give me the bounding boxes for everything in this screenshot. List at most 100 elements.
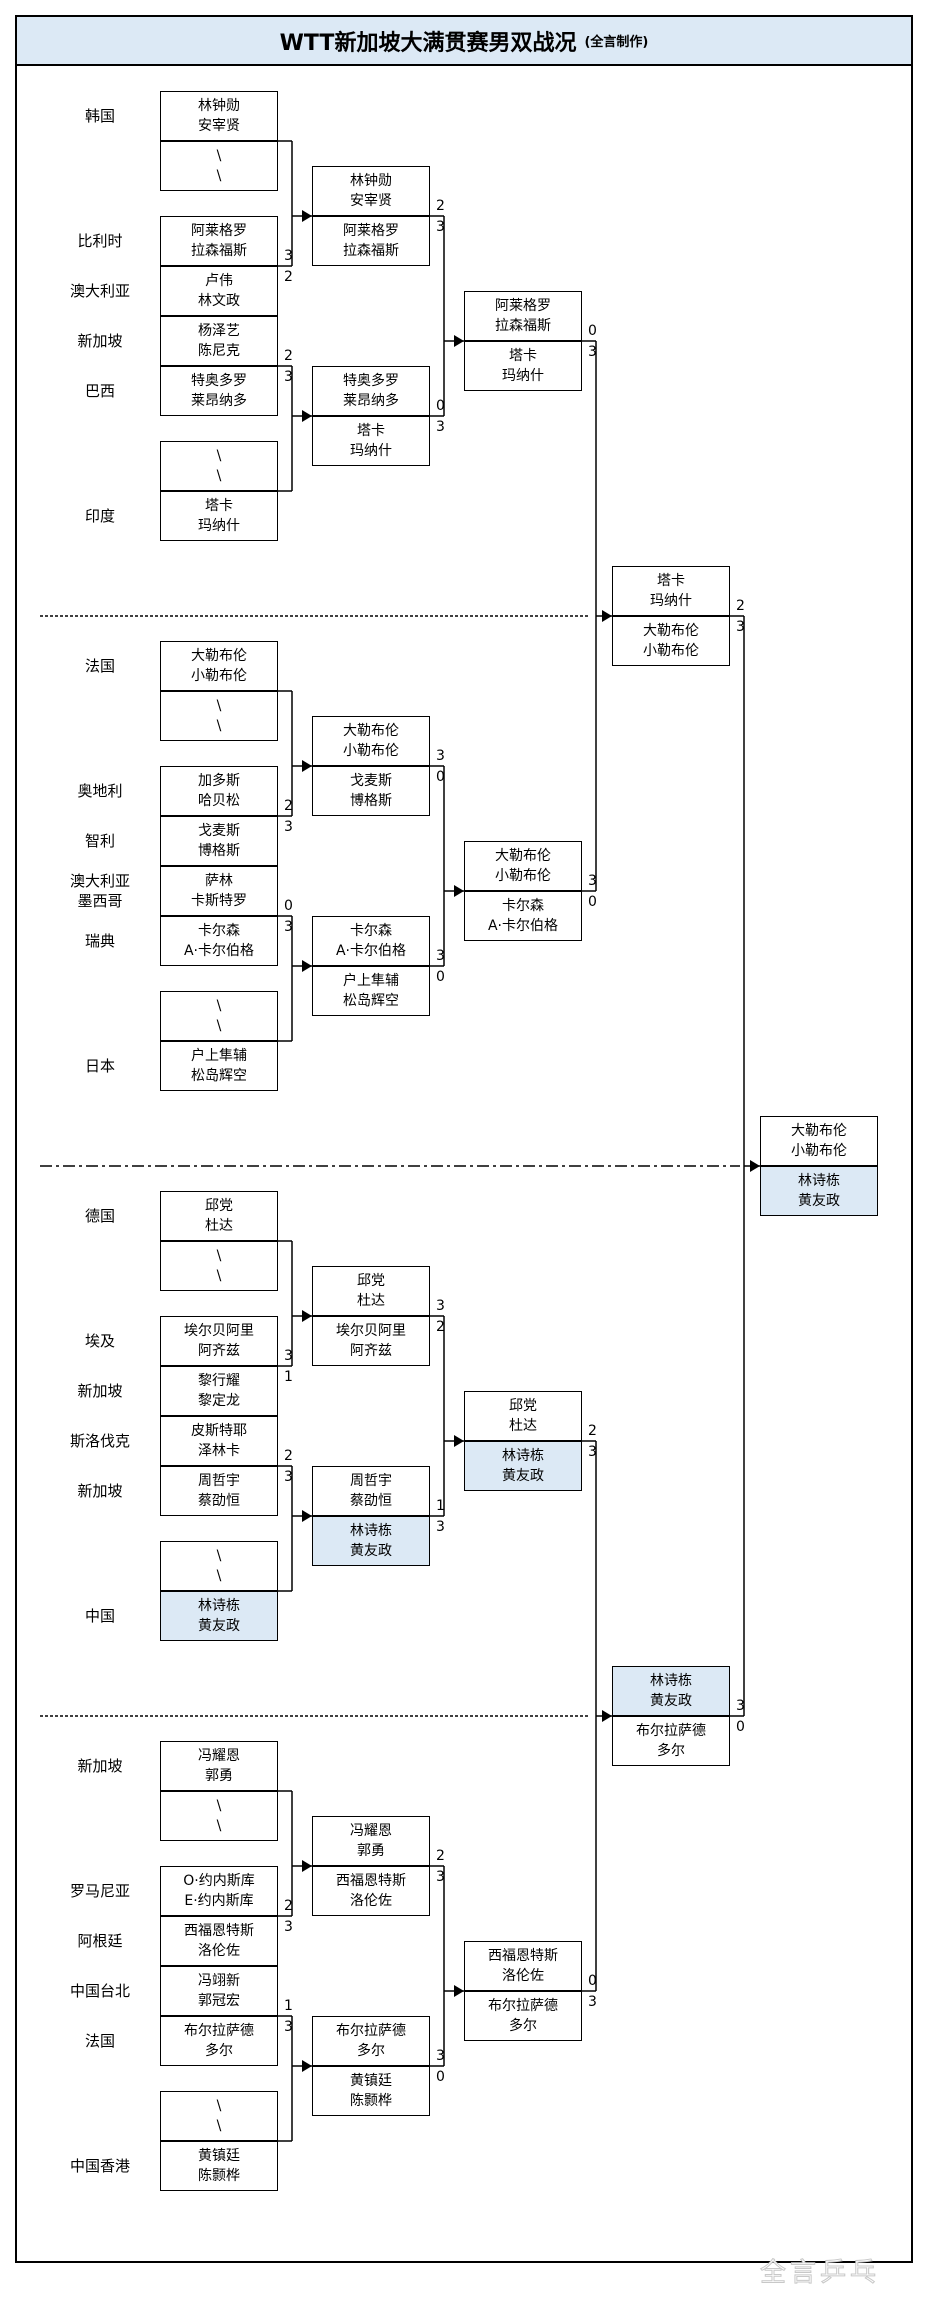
player-2-name: A·卡尔伯格 [183,943,255,959]
player-2-name: 多尔 [205,2043,233,2059]
player-1-name: 塔卡 [509,348,537,364]
player-1-name: 卡尔森 [350,923,392,939]
player-1-name: \ [216,448,222,464]
team-slot: 黎行耀黎定龙 [160,1366,278,1416]
player-2-name: \ [216,1018,222,1034]
player-2-name: 黄友政 [650,1693,692,1709]
player-1-name: 卡尔森 [198,923,240,939]
player-1-name: 冯翊新 [198,1973,240,1989]
team-slot: 户上隼辅松岛辉空 [160,1041,278,1091]
set-score: 2 [436,1848,445,1864]
team-slot: 林诗栋黄友政 [464,1441,582,1491]
country-label: 法国 [84,2032,115,2050]
arrow-right-icon [302,210,312,222]
player-2-name: 安宰贤 [350,193,392,209]
arrow-right-icon [454,1985,464,1997]
player-2-name: 松岛辉空 [191,1068,247,1084]
player-2-name: 松岛辉空 [343,993,399,1009]
set-score: 3 [284,819,293,835]
player-2-name: 阿齐兹 [198,1343,240,1359]
player-2-name: 杜达 [205,1218,233,1234]
player-1-name: 塔卡 [657,573,685,589]
team-slot: 林钟勋安宰贤 [160,91,278,141]
country-label: 新加坡 [77,332,123,350]
player-1-name: \ [216,1248,222,1264]
set-score: 1 [436,1498,445,1514]
team-slot: 冯翊新郭冠宏 [160,1966,278,2016]
set-score: 0 [736,1719,745,1735]
set-score: 3 [436,748,445,764]
team-slot: 杨泽艺陈尼克 [160,316,278,366]
country-label: 中国 [84,1607,115,1625]
set-score: 3 [284,1469,293,1485]
team-slot: 阿莱格罗拉森福斯 [312,216,430,266]
page-subtitle: (全言制作) [584,35,649,50]
player-2-name: 莱昂纳多 [191,393,247,409]
player-1-name: 邱党 [509,1398,537,1414]
player-2-name: \ [216,1818,222,1834]
player-2-name: 黎定龙 [198,1393,240,1409]
set-score: 0 [588,323,597,339]
player-1-name: 黄镇廷 [350,2073,392,2089]
player-1-name: \ [216,698,222,714]
country-label: 中国台北 [69,1982,130,2000]
player-2-name: 黄友政 [198,1618,240,1634]
player-2-name: 黄友政 [502,1468,544,1484]
player-1-name: 西福恩特斯 [488,1948,558,1964]
bye-slot: \\ [160,141,278,191]
country-label: 罗马尼亚 [69,1882,130,1900]
player-2-name: 阿齐兹 [350,1343,392,1359]
team-slot: 布尔拉萨德多尔 [464,1991,582,2041]
player-2-name: 小勒布伦 [191,668,247,684]
player-1-name: 布尔拉萨德 [184,2023,254,2039]
player-1-name: 戈麦斯 [198,823,240,839]
team-slot: 西福恩特斯洛伦佐 [312,1866,430,1916]
team-slot: 大勒布伦小勒布伦 [312,716,430,766]
bye-slot: \\ [160,441,278,491]
player-2-name: 泽林卡 [198,1443,240,1459]
player-2-name: 陈尼克 [198,343,240,359]
set-score: 3 [736,1698,745,1714]
set-score: 3 [284,248,293,264]
team-slot: 林诗栋黄友政 [312,1516,430,1566]
team-slot: 特奥多罗莱昂纳多 [160,366,278,416]
player-2-name: 洛伦佐 [198,1943,240,1959]
team-slot: 戈麦斯博格斯 [160,816,278,866]
player-2-name: \ [216,1568,222,1584]
player-2-name: 黄友政 [798,1193,840,1209]
player-2-name: 莱昂纳多 [343,393,399,409]
team-slot: 埃尔贝阿里阿齐兹 [312,1316,430,1366]
player-2-name: 多尔 [509,2018,537,2034]
country-label: 印度 [84,507,115,525]
player-1-name: 大勒布伦 [191,648,247,664]
player-2-name: 洛伦佐 [502,1968,544,1984]
team-slot: 布尔拉萨德多尔 [312,2016,430,2066]
set-score: 3 [736,619,745,635]
set-score: 0 [588,894,597,910]
team-slot: 邱党杜达 [160,1191,278,1241]
set-score: 2 [436,1319,445,1335]
player-1-name: 黄镇廷 [198,2148,240,2164]
player-1-name: 布尔拉萨德 [488,1998,558,2014]
country-label: 阿根廷 [77,1932,123,1950]
player-1-name: O·约内斯库 [183,1873,255,1889]
team-slot: 林诗栋黄友政 [160,1591,278,1641]
player-2-name: 小勒布伦 [343,743,399,759]
player-1-name: 户上隼辅 [343,973,399,989]
player-1-name: 萨林 [205,873,233,889]
player-2-name: 杜达 [509,1418,537,1434]
player-1-name: 冯耀恩 [350,1823,392,1839]
team-slot: 西福恩特斯洛伦佐 [464,1941,582,1991]
set-score: 2 [284,1898,293,1914]
country-label: 斯洛伐克 [69,1432,130,1450]
player-1-name: 黎行耀 [198,1373,240,1389]
player-2-name: 哈贝松 [198,793,240,809]
team-slot: 冯耀恩郭勇 [160,1741,278,1791]
set-score: 3 [436,1519,445,1535]
player-1-name: 周哲宇 [198,1473,240,1489]
team-slot: 皮斯特耶泽林卡 [160,1416,278,1466]
team-slot: 邱党杜达 [312,1266,430,1316]
player-1-name: 林诗栋 [502,1448,544,1464]
